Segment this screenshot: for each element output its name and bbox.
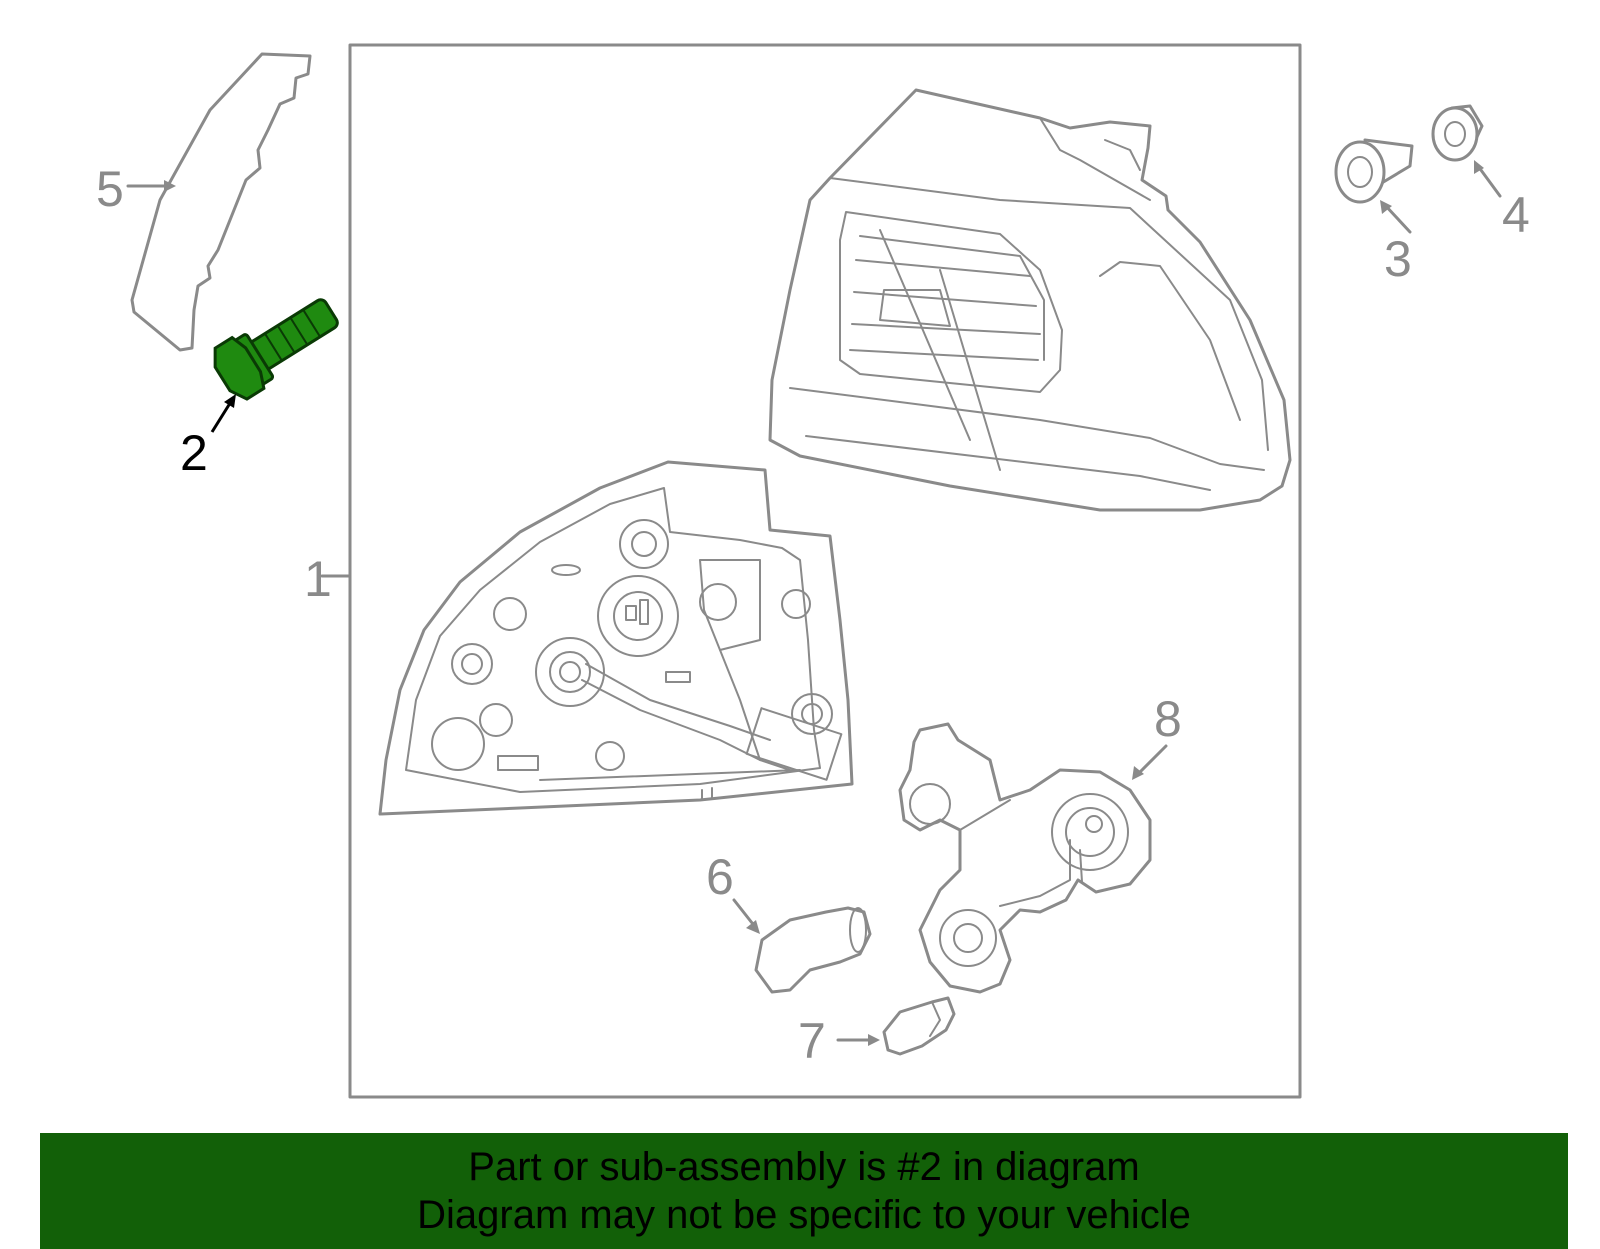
part-7-small-bulb[interactable] <box>882 996 956 1056</box>
callout-1[interactable]: 1 <box>304 551 332 607</box>
banner-line-2: Diagram may not be specific to your vehi… <box>417 1193 1191 1237</box>
callout-labels: 5 2 1 3 4 8 6 7 <box>96 161 1530 1069</box>
leader-lines <box>126 160 1502 1046</box>
part-1-lamp-housing[interactable] <box>378 460 854 816</box>
callout-6[interactable]: 6 <box>706 849 734 905</box>
part-3-grommet[interactable] <box>1334 138 1414 204</box>
part-4-grommet[interactable] <box>1431 104 1484 162</box>
callout-8[interactable]: 8 <box>1154 691 1182 747</box>
part-6-bulb[interactable] <box>754 906 872 994</box>
banner-line-1: Part or sub-assembly is #2 in diagram <box>468 1145 1140 1189</box>
callout-7[interactable]: 7 <box>798 1013 826 1069</box>
part-1-lamp-lens[interactable] <box>768 88 1292 512</box>
callout-2[interactable]: 2 <box>180 425 208 481</box>
leader-4 <box>1476 164 1502 198</box>
part-8-socket-harness[interactable] <box>898 722 1152 994</box>
callout-3[interactable]: 3 <box>1384 231 1412 287</box>
callout-4[interactable]: 4 <box>1502 187 1530 243</box>
part-5-trim-strip[interactable] <box>130 52 312 352</box>
info-banner: Part or sub-assembly is #2 in diagram Di… <box>40 1133 1568 1249</box>
leader-2 <box>210 399 234 433</box>
parts-diagram: 5 2 1 3 4 8 6 7 <box>96 43 1530 1099</box>
assembly-frame <box>348 43 1302 1099</box>
callout-5[interactable]: 5 <box>96 161 124 217</box>
part-2-bolt[interactable] <box>207 286 347 405</box>
leader-8 <box>1136 744 1168 776</box>
